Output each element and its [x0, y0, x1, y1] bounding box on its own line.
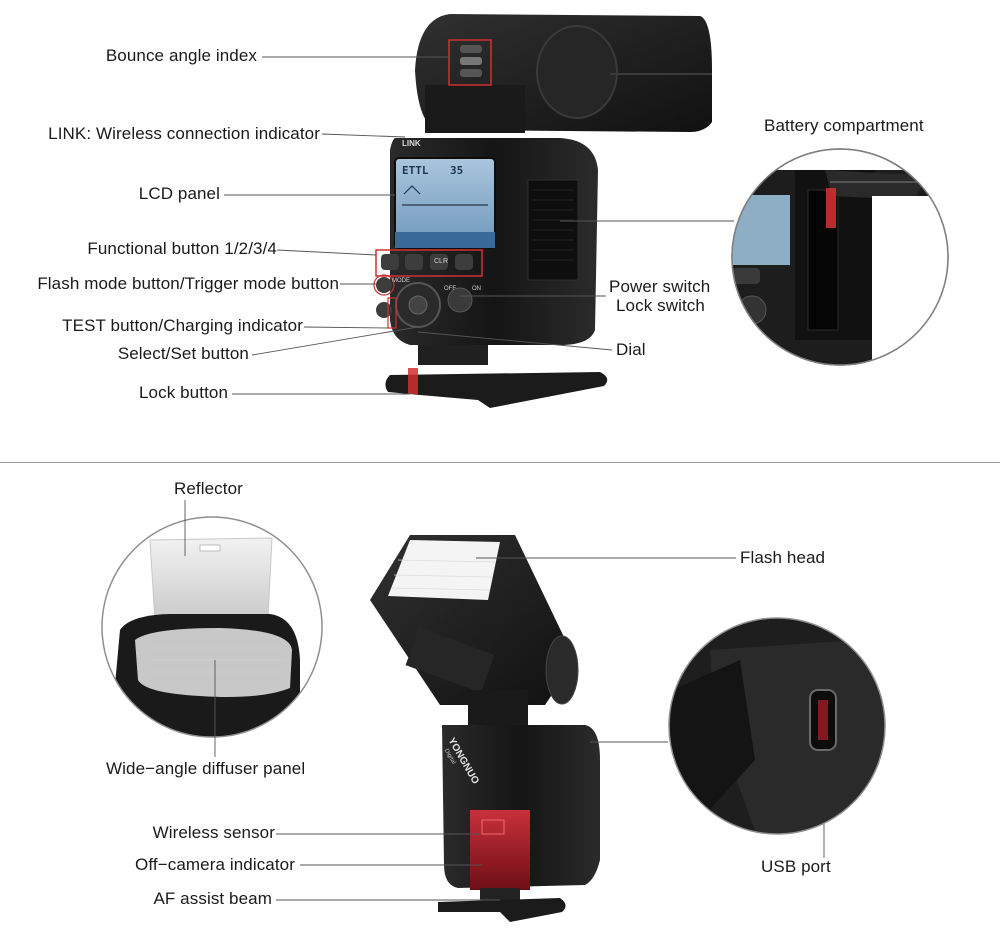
top-leader-lines — [224, 56, 734, 395]
label-functional-buttons: Functional button 1/2/3/4 — [87, 239, 277, 258]
lcd-value-text: 35 — [450, 164, 464, 177]
test-button-shape — [376, 302, 392, 318]
head-pivot-disc — [536, 25, 618, 119]
label-battery-compartment: Battery compartment — [764, 116, 924, 135]
clr-text: CLR — [434, 258, 449, 265]
label-link-indicator: LINK: Wireless connection indicator — [48, 124, 320, 143]
label-flash-head: Flash head — [740, 548, 826, 567]
label-af-assist-beam: AF assist beam — [153, 889, 272, 908]
label-reflector: Reflector — [174, 479, 243, 498]
label-usb-port: USB port — [761, 857, 831, 876]
flash-window — [388, 540, 500, 600]
section-divider — [0, 462, 1000, 463]
select-button-shape — [408, 295, 428, 315]
flash-back-view — [373, 14, 712, 408]
function-buttons-box — [375, 249, 483, 277]
label-select-set-button: Select/Set button — [117, 344, 249, 363]
label-power-switch: Power switch — [609, 277, 711, 296]
foot-base-top — [385, 372, 608, 408]
off-text: OFF — [444, 286, 456, 292]
label-lock-switch: Lock switch — [616, 296, 705, 315]
label-bounce-angle-index: Bounce angle index — [105, 46, 257, 65]
usb-zoom — [668, 617, 886, 835]
power-switch-shape — [447, 287, 473, 313]
label-off-camera-indicator: Off−camera indicator — [135, 855, 295, 874]
link-text: LINK — [402, 139, 421, 148]
label-test-button: TEST button/Charging indicator — [62, 316, 303, 335]
diffuser-zoom — [101, 500, 323, 757]
on-text: ON — [472, 286, 481, 292]
label-dial: Dial — [616, 340, 646, 359]
label-flash-mode-button: Flash mode button/Trigger mode button — [37, 274, 339, 293]
mode-button-shape — [376, 277, 392, 293]
battery-zoom — [731, 148, 949, 366]
label-lcd-panel: LCD panel — [138, 184, 220, 203]
mode-text: MODE — [392, 278, 410, 284]
foot-base-front — [438, 898, 566, 922]
bottom-leader-lines — [276, 557, 825, 901]
label-wide-angle-diffuser: Wide−angle diffuser panel — [106, 759, 306, 778]
flash-front-view — [370, 535, 600, 922]
diffuser-panel — [135, 628, 292, 697]
bounce-index-box — [448, 39, 492, 86]
label-wireless-sensor: Wireless sensor — [152, 823, 275, 842]
label-lock-button: Lock button — [139, 383, 228, 402]
af-sensor-window — [470, 810, 530, 890]
lcd-mode-text: ETTL — [402, 164, 429, 177]
